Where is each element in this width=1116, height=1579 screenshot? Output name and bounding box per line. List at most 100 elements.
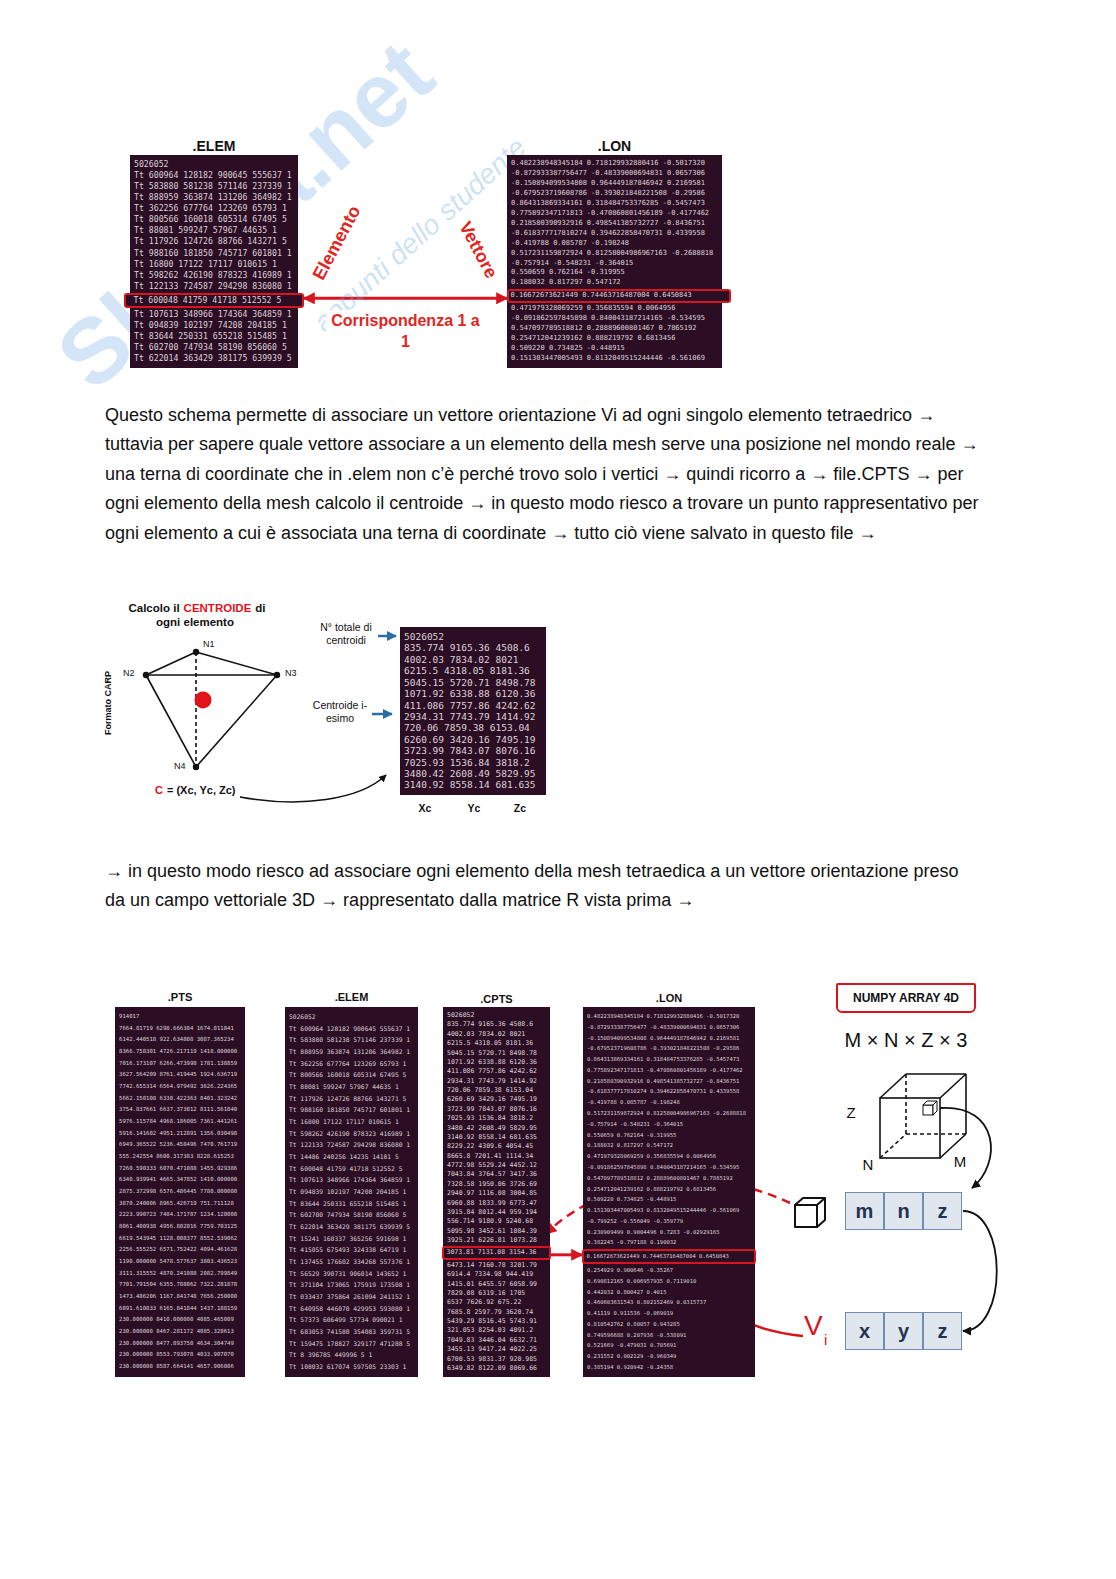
data-row: 2940.97 1116.08 3004.85 [447, 1189, 537, 1198]
data-row: 0.775892347171813 -0.470860801456189 -0.… [511, 209, 709, 219]
file-name: .CPTS [413, 995, 580, 1004]
data-row: 556.714 9180.9 5240.68 [447, 1217, 533, 1226]
data-row: -0.618377717810274 0.394622858470731 0.4… [587, 1086, 739, 1097]
data-row: 0.775892347171813 -0.470860801456189 -0.… [587, 1065, 743, 1076]
data-row: 5045.15 5720.71 8498.78 [447, 1049, 537, 1058]
data-row: 720.06 7859.38 6153.04 [404, 722, 530, 733]
data-row: 0.482238948345184 0.718129932880416 -0.5… [587, 1011, 739, 1022]
formula-part: C [155, 784, 163, 796]
data-row: 4002.03 7834.02 8021 [447, 1030, 525, 1039]
data-row: 7829.08 6319.16 1705 [447, 1289, 525, 1298]
data-row: 0.509220 0.734825 -0.448915 [587, 1194, 676, 1205]
data-row: Tt 16800 17122 17117 010615 1 [289, 1116, 399, 1128]
highlighted-row: 0.16672673621449 0.74463716487004 0.6450… [507, 289, 731, 303]
data-row: Tt 583880 581238 571146 237339 1 [289, 1034, 410, 1046]
data-row: Tt 16800 17122 17117 010615 1 [134, 259, 277, 270]
array-shape: M × N × Z × 3 [845, 1029, 968, 1052]
data-row: -0.419788 0.085787 -0.198248 [511, 239, 629, 249]
data-row: 0.385194 0.920942 -0.24358 [587, 1362, 673, 1373]
body-paragraph: → in questo modo riesco ad associare ogn… [105, 857, 980, 916]
data-row: 0.460603631543 0.802152469 0.0315737 [587, 1297, 706, 1308]
data-row: 6949.365522 5236.458496 7470.761719 [119, 1139, 237, 1151]
highlight-slot: 0.16672673621449 0.74463716487004 0.6450… [587, 1249, 751, 1264]
data-row: Tt 683053 741580 354083 359731 5 [289, 1326, 410, 1338]
data-row: 3073.81 7131.08 3154.36 [447, 1248, 537, 1257]
data-row: 0.41119 0.911536 -0.069019 [587, 1308, 673, 1319]
data-row: 914017 [119, 1011, 139, 1023]
data-row: Tt 602700 747934 58190 856060 5 [134, 342, 287, 353]
data-row: Tt 598262 426190 878323 416989 1 [289, 1128, 410, 1140]
data-row: 835.774 9165.36 4508.6 [447, 1020, 533, 1029]
data-row: 7049.83 3446.04 6632.71 [447, 1336, 537, 1345]
column-label: Xc [419, 802, 432, 814]
data-row: 555.242554 8600.317383 8228.615253 [119, 1151, 234, 1163]
data-row: 0.230909499 0.9004496 0.7283 -0.02929165 [587, 1227, 719, 1238]
data-row: 5662.150108 6330.422363 8401.323242 [119, 1093, 237, 1105]
data-row: -0.757914 -0.548231 -0.364015 [587, 1119, 683, 1130]
figure-title-part: Calcolo il [128, 602, 179, 614]
index-cell: n [884, 1192, 923, 1230]
data-row: -0.091862597845898 0.840043187214165 -0.… [511, 314, 705, 324]
data-row: 6700.53 9831.37 920.985 [447, 1355, 537, 1364]
data-row: 5045.15 5720.71 8498.78 [404, 677, 536, 688]
highlight-slot: 0.16672673621449 0.74463716487004 0.6450… [511, 289, 718, 303]
data-row: 0.509220 0.734825 -0.448915 [511, 344, 625, 354]
data-row: Tt 83644 250331 655218 515485 1 [289, 1198, 406, 1210]
data-row: Tt 415055 675493 324338 64719 1 [289, 1244, 406, 1256]
data-row: Tt 583880 581238 571146 237339 1 [134, 181, 292, 192]
data-row: 3754.837661 6637.373012 8111.561040 [119, 1104, 237, 1116]
file-name: .LON [477, 142, 752, 152]
data-row: -0.799252 -0.556049 -0.359779 [587, 1216, 683, 1227]
data-row: 0.690812165 0.006957935 0.7119010 [587, 1276, 696, 1287]
data-row: 5095.98 3452.61 1084.39 [447, 1227, 537, 1236]
data-row: 0.550659 0.762164 -0.319955 [511, 268, 625, 278]
data-row: Tt 622014 363429 381175 639939 5 [289, 1221, 410, 1233]
data-row: 720.06 7859.38 6153.04 [447, 1086, 533, 1095]
data-row: 3870.240006 8965.426719 751.711128 [119, 1198, 234, 1210]
data-row: 7025.93 1536.84 3818.2 [447, 1114, 533, 1123]
file-panel: .CPTS5026052835.774 9165.36 4508.64002.0… [443, 1007, 550, 1377]
voxel-icon [795, 1198, 825, 1227]
connector-arrow [963, 1211, 997, 1331]
data-row: 7664.81719 6298.666304 1674.011841 [119, 1023, 234, 1035]
data-row: -0.150894099534808 0.964449187846942 0.2… [511, 179, 705, 189]
data-row: Tt 137455 176602 334268 557376 1 [289, 1256, 410, 1268]
data-row: Tt 8 396785 449996 5 1 [289, 1349, 372, 1361]
data-row: Tt 094839 102197 74208 204185 1 [134, 320, 287, 331]
data-row: 230.000000 8477.893750 4634.304749 [119, 1338, 234, 1350]
data-row: 7025.93 1536.84 3818.2 [404, 757, 530, 768]
data-row: Tt 15241 160337 365256 591698 1 [289, 1233, 406, 1245]
highlighted-row: Tt 600048 41759 41718 512552 5 [124, 293, 304, 308]
vertex-label: N1 [203, 639, 215, 649]
data-row: 7742.655314 6564.979492 3626.224365 [119, 1081, 237, 1093]
data-row: 7016.173107 6266.473998 1781.138859 [119, 1058, 237, 1070]
centroid-arrow [240, 775, 386, 802]
data-row: 8665.8 7201.41 1114.34 [447, 1152, 533, 1161]
voxel-icon [923, 1101, 937, 1115]
data-row: 2256.555252 6571.752422 4094.461628 [119, 1244, 237, 1256]
data-row: 0.218580390932916 0.498541385732727 -0.8… [587, 1076, 739, 1087]
data-row: 0.231552 0.002129 -0.960349 [587, 1351, 676, 1362]
data-row: 0.16672673621449 0.74463716487004 0.6450… [587, 1251, 729, 1262]
file-name: .LON [553, 993, 785, 1004]
data-row: 5026052 [289, 1011, 315, 1023]
data-row: 0.550659 0.762164 -0.319955 [587, 1130, 676, 1141]
data-row: -0.679523719608786 -0.393021848221508 -0… [587, 1043, 739, 1054]
data-row: 0.254929 0.900646 -0.35267 [587, 1265, 673, 1276]
highlight-slot: 3073.81 7131.08 3154.36 [447, 1246, 546, 1259]
data-row: 0.482238948345184 0.718129932880416 -0.5… [511, 159, 705, 169]
data-row: 7685.8 2597.79 3620.74 [447, 1308, 533, 1317]
data-row: 6960.88 1833.99 6773.47 [447, 1199, 537, 1208]
data-row: 230.000000 8553.793078 4033.907070 [119, 1349, 234, 1361]
data-row: 0.471979328069259 0.356835594 0.0064956 [511, 304, 675, 314]
data-row: 0.188032 0.817297 0.547172 [511, 278, 621, 288]
data-row: Tt 988160 181850 745717 601801 1 [289, 1104, 410, 1116]
data-row: 4772.98 5529.24 4452.12 [447, 1161, 537, 1170]
data-row: 0.254712041239162 0.888219792 0.6813456 [587, 1184, 716, 1195]
data-row: 411.086 7757.86 4242.62 [447, 1067, 537, 1076]
vector-subscript: i [824, 1331, 827, 1348]
data-row: Tt 888959 363874 131206 364982 1 [134, 192, 292, 203]
data-row: 2934.31 7743.79 1414.92 [404, 711, 536, 722]
data-row: 4002.03 7834.02 8021 [404, 654, 518, 665]
node-text: m [852, 1200, 878, 1223]
